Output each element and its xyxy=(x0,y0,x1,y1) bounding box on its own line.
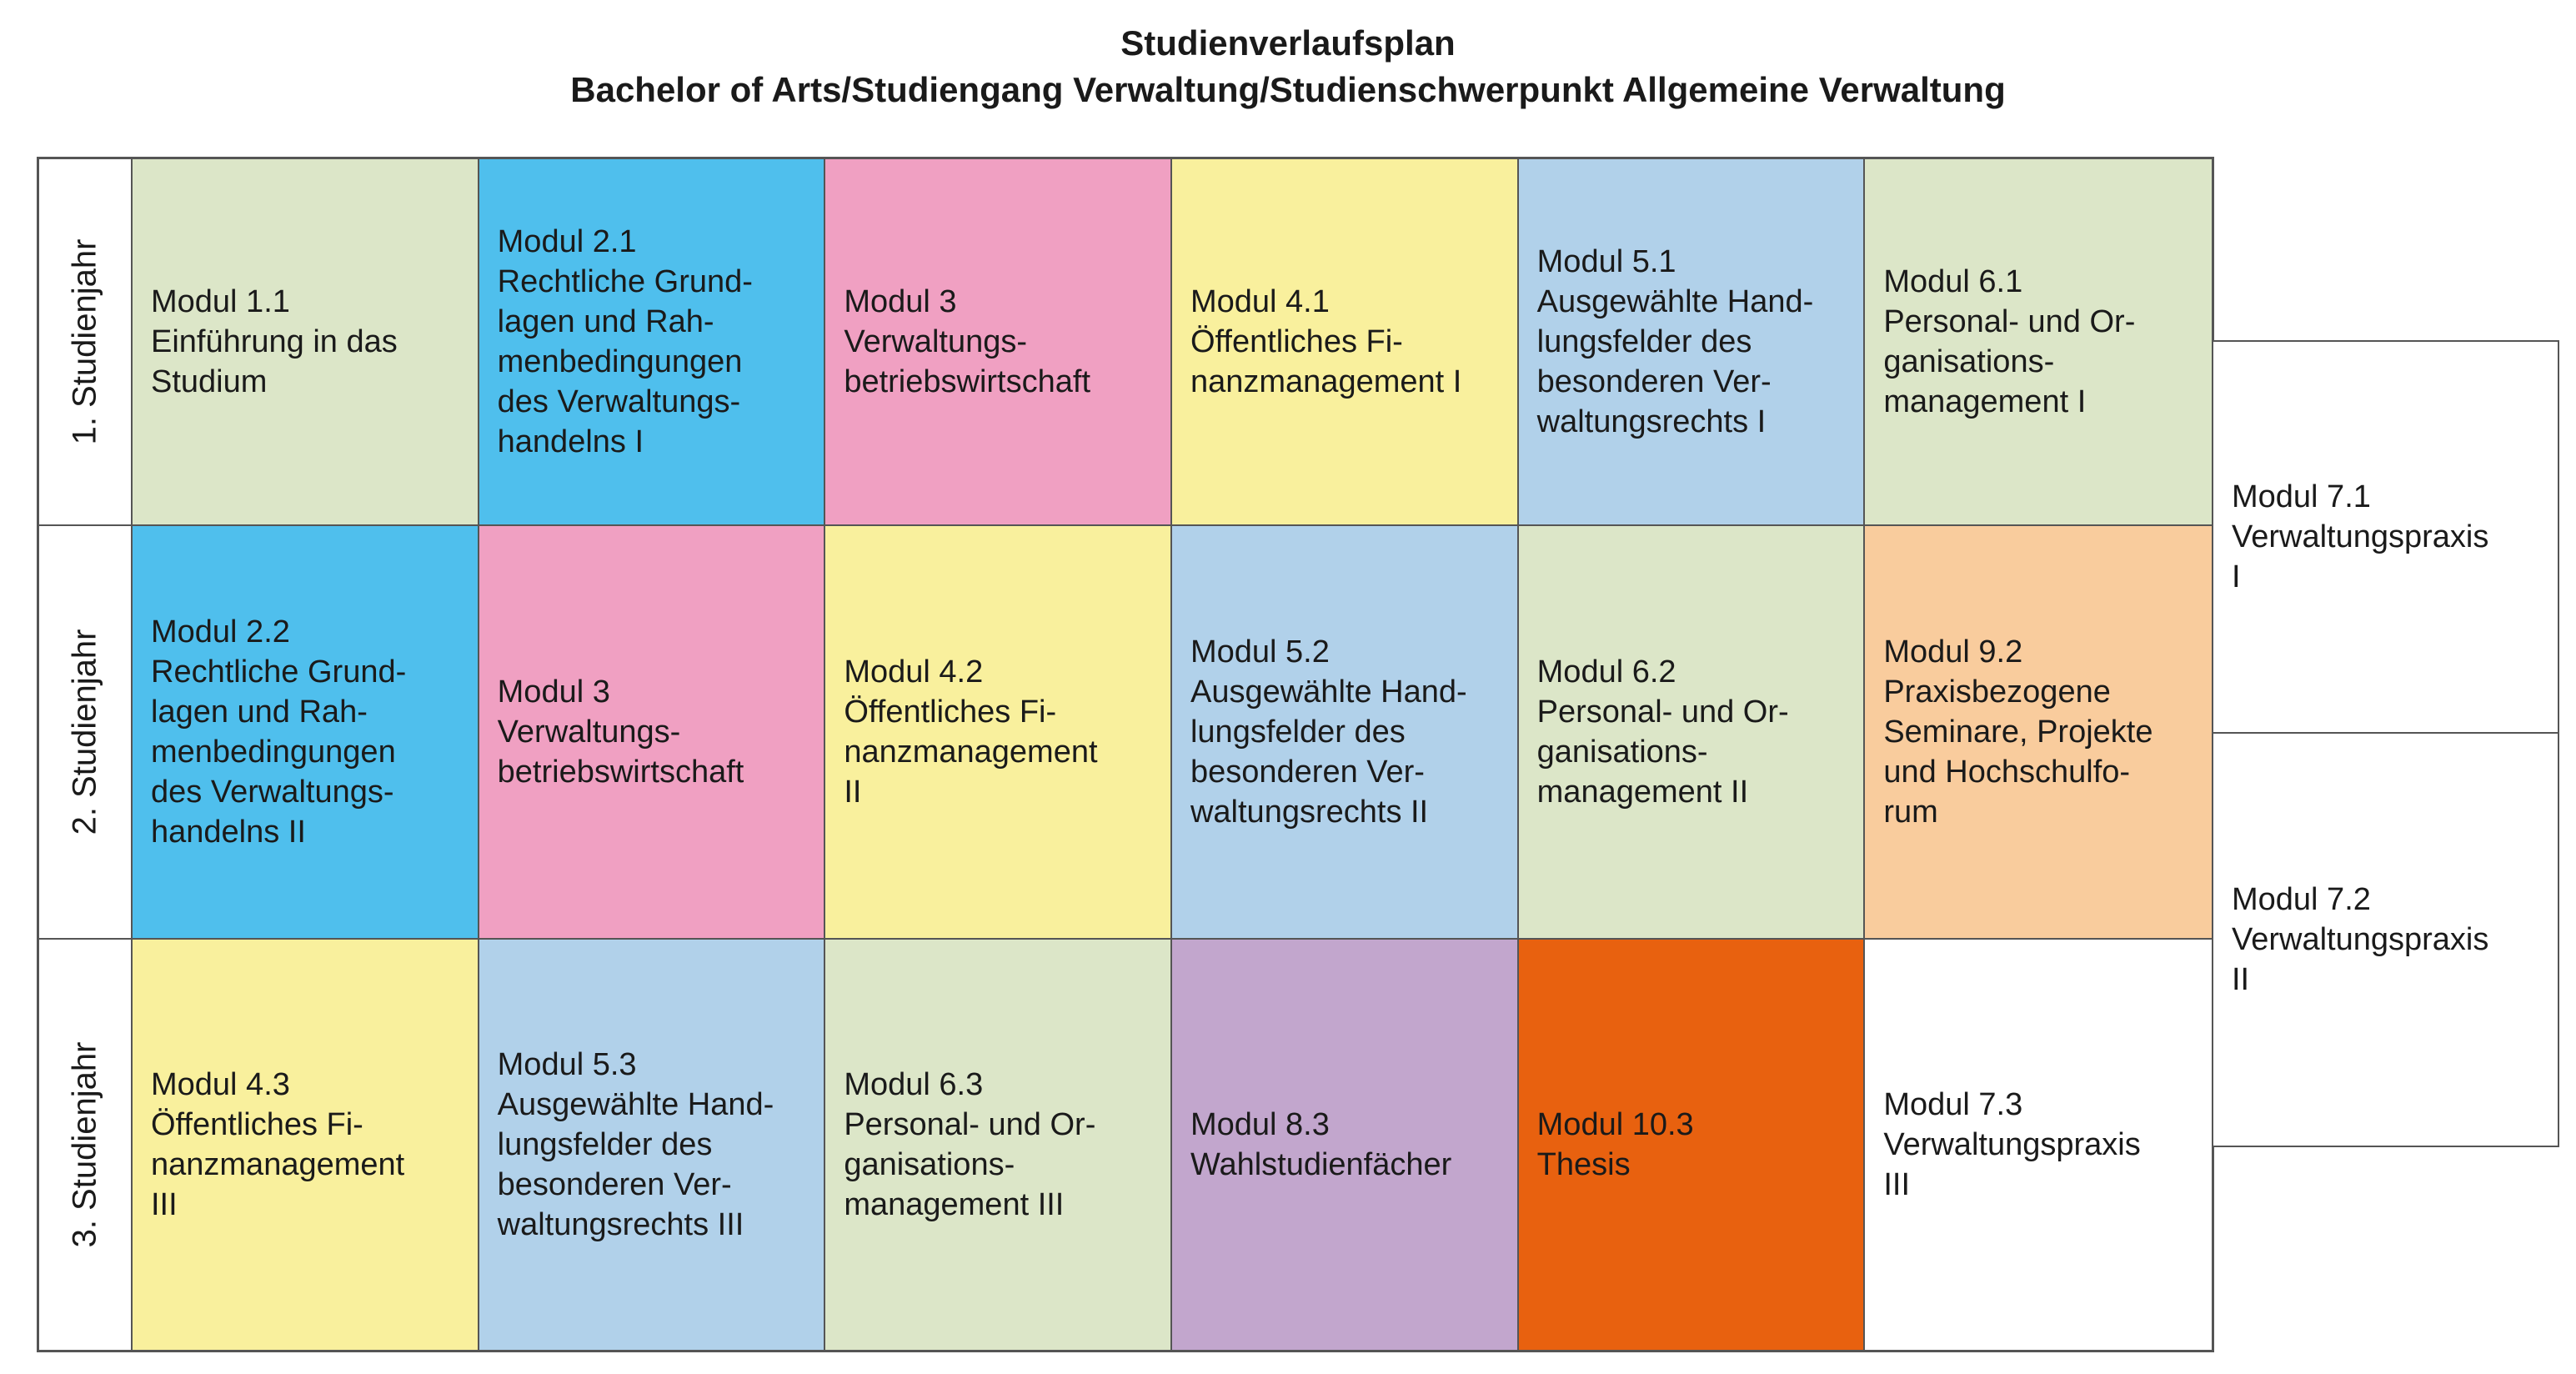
year-label-3: 3. Studienjahr xyxy=(39,940,133,1350)
module-text: Modul 9.2 Praxisbezogene Seminare, Proje… xyxy=(1883,634,2153,830)
module-text: Modul 6.3 Personal- und Or- ganisations-… xyxy=(844,1067,1096,1222)
module-cell: Modul 3 Verwaltungs- betriebswirtschaft xyxy=(479,526,826,940)
page-subtitle: Bachelor of Arts/Studiengang Verwaltung/… xyxy=(570,70,2006,109)
module-text: Modul 7.2 Verwaltungspraxis II xyxy=(2232,882,2489,997)
module-text: Modul 5.2 Ausgewählte Hand- lungsfelder … xyxy=(1190,634,1467,830)
year-label-text: 3. Studienjahr xyxy=(66,1041,103,1248)
module-text: Modul 5.3 Ausgewählte Hand- lungsfelder … xyxy=(497,1047,774,1242)
page-title: Studienverlaufsplan xyxy=(1120,23,1456,63)
module-cell: Modul 6.2 Personal- und Or- ganisations-… xyxy=(1518,526,1866,940)
module-cell: Modul 2.2 Rechtliche Grund- lagen und Ra… xyxy=(133,526,479,940)
module-cell: Modul 6.3 Personal- und Or- ganisations-… xyxy=(825,940,1172,1350)
module-text: Modul 1.1 Einführung in das Studium xyxy=(151,284,398,399)
module-cell: Modul 6.1 Personal- und Or- ganisations-… xyxy=(1865,159,2212,526)
module-cell: Modul 5.1 Ausgewählte Hand- lungsfelder … xyxy=(1518,159,1866,526)
praxis-box-7-2: Modul 7.2 Verwaltungspraxis II xyxy=(2212,732,2559,1147)
module-cell: Modul 3 Verwaltungs- betriebswirtschaft xyxy=(825,159,1172,526)
module-text: Modul 8.3 Wahlstudienfächer xyxy=(1190,1107,1452,1182)
module-text: Modul 6.2 Personal- und Or- ganisations-… xyxy=(1536,654,1789,810)
module-text: Modul 2.2 Rechtliche Grund- lagen und Ra… xyxy=(151,614,407,850)
module-cell: Modul 4.3 Öffentliches Fi- nanzmanagemen… xyxy=(133,940,479,1350)
module-cell: Modul 4.1 Öffentliches Fi- nanzmanagemen… xyxy=(1171,159,1519,526)
module-text: Modul 6.1 Personal- und Or- ganisations-… xyxy=(1883,264,2136,419)
module-text: Modul 4.1 Öffentliches Fi- nanzmanagemen… xyxy=(1190,284,1462,399)
module-text: Modul 5.1 Ausgewählte Hand- lungsfelder … xyxy=(1536,244,1814,439)
module-cell: Modul 5.2 Ausgewählte Hand- lungsfelder … xyxy=(1171,526,1519,940)
year-label-1: 1. Studienjahr xyxy=(39,159,133,526)
module-text: Modul 4.2 Öffentliches Fi- nanzmanagemen… xyxy=(844,654,1098,810)
study-plan-grid: 1. Studienjahr Modul 1.1 Einführung in d… xyxy=(37,157,2214,1352)
module-cell: Modul 10.3 Thesis xyxy=(1518,940,1866,1350)
module-cell: Modul 8.3 Wahlstudienfächer xyxy=(1171,940,1519,1350)
module-text: Modul 2.1 Rechtliche Grund- lagen und Ra… xyxy=(497,224,753,459)
module-text: Modul 4.3 Öffentliches Fi- nanzmanagemen… xyxy=(151,1067,405,1222)
module-text: Modul 10.3 Thesis xyxy=(1536,1107,1694,1182)
module-text: Modul 3 Verwaltungs- betriebswirtschaft xyxy=(844,284,1090,399)
module-text: Modul 7.1 Verwaltungspraxis I xyxy=(2232,479,2489,594)
year-label-2: 2. Studienjahr xyxy=(39,526,133,940)
module-cell: Modul 5.3 Ausgewählte Hand- lungsfelder … xyxy=(479,940,826,1350)
module-cell: Modul 2.1 Rechtliche Grund- lagen und Ra… xyxy=(479,159,826,526)
year-label-text: 1. Studienjahr xyxy=(66,238,103,445)
module-cell: Modul 7.3 Verwaltungspraxis III xyxy=(1865,940,2212,1350)
module-cell: Modul 9.2 Praxisbezogene Seminare, Proje… xyxy=(1865,526,2212,940)
module-cell: Modul 1.1 Einführung in das Studium xyxy=(133,159,479,526)
module-text: Modul 7.3 Verwaltungspraxis III xyxy=(1883,1087,2141,1202)
praxis-box-7-1: Modul 7.1 Verwaltungspraxis I xyxy=(2212,340,2559,734)
module-cell: Modul 4.2 Öffentliches Fi- nanzmanagemen… xyxy=(825,526,1172,940)
year-label-text: 2. Studienjahr xyxy=(66,629,103,835)
module-text: Modul 3 Verwaltungs- betriebswirtschaft xyxy=(497,674,744,790)
